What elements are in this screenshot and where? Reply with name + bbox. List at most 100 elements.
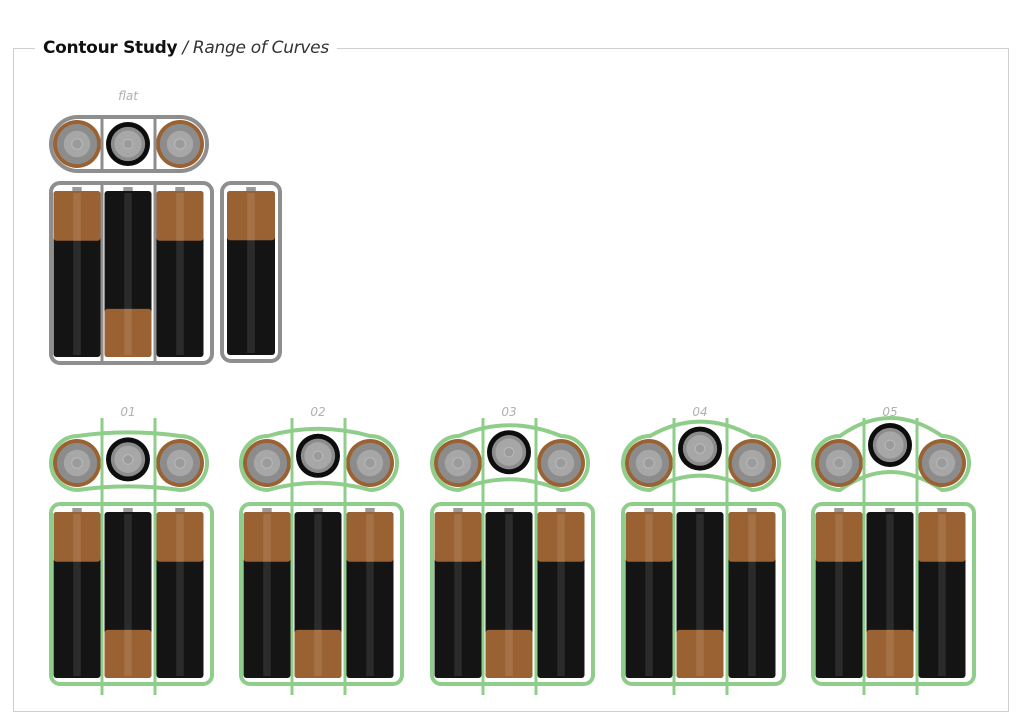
cell-terminal bbox=[71, 457, 83, 469]
cell-terminal bbox=[174, 138, 186, 150]
cell-terminal bbox=[452, 457, 464, 469]
cell-highlight bbox=[645, 514, 653, 676]
terminal-nub bbox=[246, 187, 256, 191]
cell-highlight bbox=[73, 193, 81, 355]
cell-side bbox=[104, 187, 152, 357]
terminal-nub bbox=[695, 508, 705, 512]
cell-top-copper bbox=[918, 439, 966, 487]
cell-terminal bbox=[555, 457, 567, 469]
cell-highlight bbox=[263, 514, 271, 676]
cell-terminal bbox=[503, 446, 515, 458]
cell-terminal bbox=[643, 457, 655, 469]
cell-side bbox=[434, 508, 482, 678]
top-view-outline bbox=[49, 430, 209, 493]
cell-wrap-copper bbox=[485, 629, 533, 678]
subtitle-text: / Range of Curves bbox=[182, 38, 329, 58]
terminal-nub bbox=[747, 508, 757, 512]
terminal-nub bbox=[72, 187, 82, 191]
side-view-outline bbox=[49, 181, 214, 365]
cell-side bbox=[156, 187, 204, 357]
cell-top-copper bbox=[53, 439, 101, 487]
cell-highlight bbox=[938, 514, 946, 676]
cell-side bbox=[815, 508, 863, 678]
cell-highlight bbox=[886, 514, 894, 676]
cell-terminal bbox=[261, 457, 273, 469]
top-view-outline bbox=[811, 416, 971, 493]
side-view-outline bbox=[621, 502, 786, 686]
cell-wrap-copper bbox=[815, 512, 863, 562]
terminal-nub bbox=[175, 508, 185, 512]
title-text: Contour Study bbox=[43, 38, 178, 58]
cell-top-copper bbox=[53, 120, 101, 168]
cell-wrap-copper bbox=[537, 512, 585, 562]
cell-highlight bbox=[835, 514, 843, 676]
variant-label: 01 bbox=[120, 405, 135, 419]
cell-wrap-copper bbox=[625, 512, 673, 562]
cell-wrap-copper bbox=[227, 191, 275, 241]
variant-02: 02 bbox=[239, 405, 404, 695]
cell-wrap-copper bbox=[53, 512, 101, 562]
cell-wrap-copper bbox=[53, 191, 101, 241]
terminal-nub bbox=[313, 508, 323, 512]
variant-05: 05 bbox=[811, 405, 976, 695]
figure-title: Contour Study / Range of Curves bbox=[35, 38, 337, 58]
cell-top-copper bbox=[346, 439, 394, 487]
terminal-nub bbox=[556, 508, 566, 512]
cell-top-copper bbox=[728, 439, 776, 487]
top-view-outline bbox=[621, 419, 781, 493]
terminal-nub bbox=[937, 508, 947, 512]
terminal-nub bbox=[123, 508, 133, 512]
cell-highlight bbox=[314, 514, 322, 676]
cell-side bbox=[156, 508, 204, 678]
terminal-nub bbox=[365, 508, 375, 512]
cell-side bbox=[625, 508, 673, 678]
cell-terminal bbox=[746, 457, 758, 469]
variant-label: 02 bbox=[310, 405, 325, 419]
cell-wrap-copper bbox=[918, 512, 966, 562]
cell-highlight bbox=[124, 514, 132, 676]
terminal-nub bbox=[644, 508, 654, 512]
terminal-nub bbox=[885, 508, 895, 512]
cell-top-copper bbox=[537, 439, 585, 487]
terminal-nub bbox=[72, 508, 82, 512]
cell-highlight bbox=[748, 514, 756, 676]
cell-terminal bbox=[174, 457, 186, 469]
side-view-outline bbox=[239, 502, 404, 686]
cell-side bbox=[346, 508, 394, 678]
variant-01: 01 bbox=[49, 405, 214, 695]
cell-highlight bbox=[176, 193, 184, 355]
cell-top-black bbox=[868, 423, 912, 467]
cell-top-copper bbox=[243, 439, 291, 487]
cell-wrap-copper bbox=[676, 629, 724, 678]
cell-side bbox=[227, 187, 275, 355]
cell-wrap-copper bbox=[866, 629, 914, 678]
cell-side bbox=[866, 508, 914, 678]
cell-top-copper bbox=[156, 439, 204, 487]
cell-side bbox=[728, 508, 776, 678]
figure-frame bbox=[13, 48, 1009, 712]
variant-flat: flat bbox=[49, 89, 214, 365]
cell-top-copper bbox=[434, 439, 482, 487]
cell-wrap-copper bbox=[156, 512, 204, 562]
cell-terminal bbox=[312, 450, 324, 462]
cell-terminal bbox=[833, 457, 845, 469]
cell-top-black bbox=[106, 122, 150, 166]
variant-03: 03 bbox=[430, 405, 595, 695]
cell-side bbox=[537, 508, 585, 678]
cell-wrap-copper bbox=[156, 191, 204, 241]
cell-highlight bbox=[247, 193, 255, 353]
cell-side bbox=[53, 508, 101, 678]
cell-highlight bbox=[454, 514, 462, 676]
cell-top-black bbox=[296, 433, 340, 478]
terminal-nub bbox=[834, 508, 844, 512]
cell-terminal bbox=[694, 443, 706, 454]
cell-terminal bbox=[364, 457, 376, 469]
cell-highlight bbox=[176, 514, 184, 676]
variant-04: 04 bbox=[621, 405, 786, 695]
cell-terminal bbox=[122, 138, 134, 150]
cell-side bbox=[485, 508, 533, 678]
terminal-nub bbox=[175, 187, 185, 191]
variant-label: 03 bbox=[501, 405, 516, 419]
